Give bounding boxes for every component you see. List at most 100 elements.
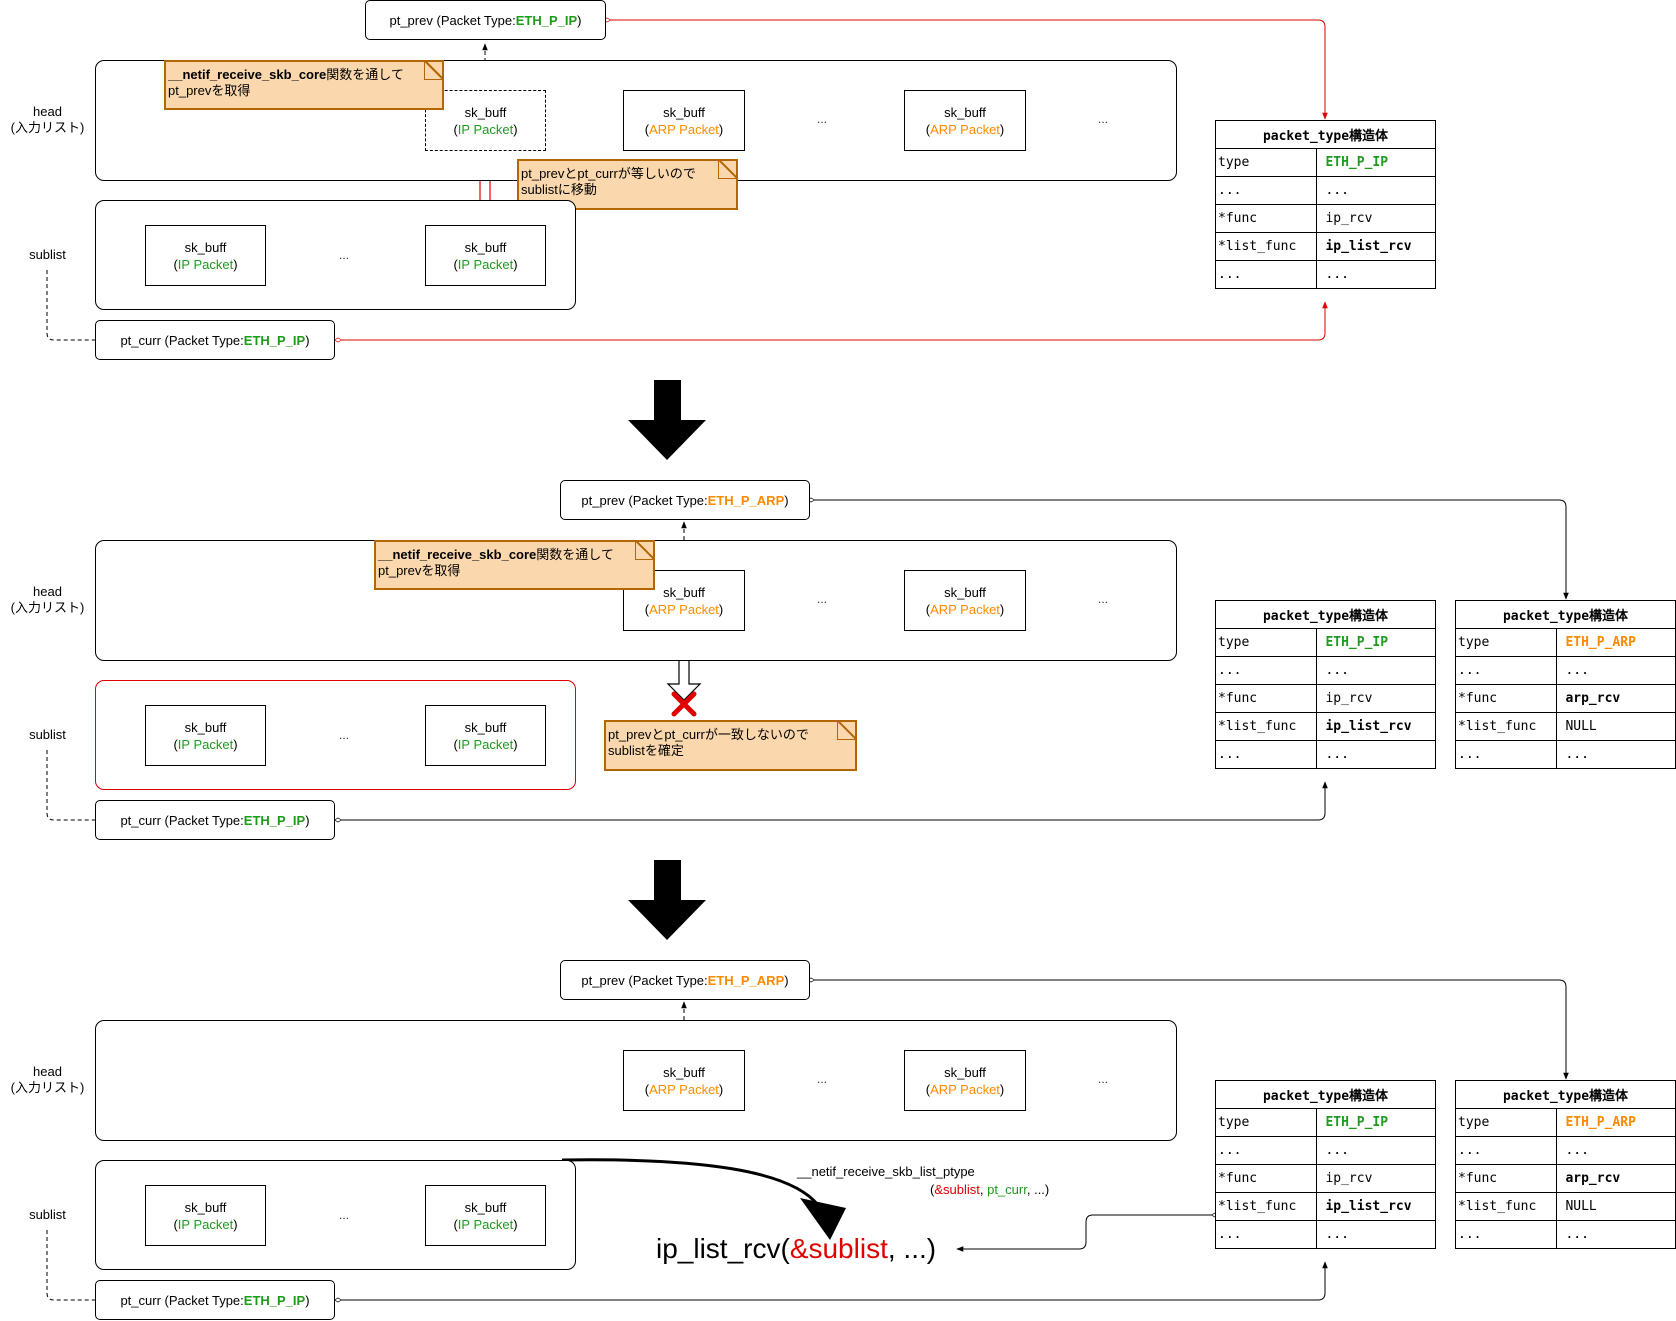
table-cell: type: [1454, 628, 1558, 657]
packet-type-prefix: (Packet Type:: [628, 492, 708, 508]
sk-buff-label: sk_buff: [184, 239, 227, 255]
pt-curr-label: pt_curr: [120, 812, 161, 828]
table-cell: ...: [1316, 740, 1436, 769]
table-cell: ...: [1214, 656, 1318, 685]
packet-type-prefix: (Packet Type:: [164, 812, 244, 828]
sk-buff-node-arp: sk_buff (ARP Packet): [904, 90, 1026, 151]
head-text: head: [33, 584, 62, 599]
table-cell: ...: [1556, 1136, 1676, 1165]
sk-buff-label: sk_buff: [184, 1199, 227, 1215]
note-get-pt-prev-2: __netif_receive_skb_core関数を通して pt_prevを取…: [374, 540, 655, 590]
note-text: pt_prevとpt_currが一致しないので: [608, 727, 809, 742]
ip-packet-label: IP Packet: [457, 121, 514, 137]
sk-buff-node-ip: sk_buff (IP Packet): [425, 705, 546, 766]
arp-packet-label: ARP Packet: [930, 121, 1000, 137]
table-title: packet_type構造体: [1215, 120, 1436, 149]
sk-buff-node-arp: sk_buff (ARP Packet): [623, 1050, 745, 1111]
table-cell: ip_rcv: [1316, 1164, 1436, 1193]
call-args-open: (: [930, 1182, 935, 1197]
pt-prev-type: ETH_P_ARP: [707, 492, 785, 508]
sk-buff-label: sk_buff: [663, 584, 705, 600]
note-fold-icon: [718, 159, 738, 179]
sk-buff-node-ip: sk_buff (IP Packet): [145, 1185, 266, 1246]
table-cell: NULL: [1556, 712, 1676, 741]
table-cell: ETH_P_IP: [1316, 628, 1436, 657]
table-title: packet_type構造体: [1455, 1080, 1676, 1109]
head-text: head: [33, 104, 62, 119]
sk-buff-node-ip: sk_buff (IP Packet): [425, 225, 546, 286]
call-arg-ptcurr: pt_curr: [987, 1182, 1027, 1197]
packet-type-prefix: (Packet Type:: [164, 332, 244, 348]
note-text: sublistに移動: [521, 182, 597, 197]
sk-buff-label: sk_buff: [663, 104, 705, 120]
sublist-label-3: sublist: [29, 1207, 66, 1222]
ellipsis: ...: [817, 592, 828, 606]
note-text: 関数を通して: [536, 547, 614, 562]
table-cell: ...: [1214, 176, 1318, 205]
table-cell: NULL: [1556, 1192, 1676, 1221]
ip-packet-label: IP Packet: [457, 736, 514, 752]
sk-buff-label: sk_buff: [944, 104, 986, 120]
reject-x-icon: [671, 691, 697, 717]
paren-close: ): [305, 332, 310, 348]
pt-curr-box-3: pt_curr (Packet Type: ETH_P_IP): [95, 1280, 335, 1320]
table-cell: *list_func: [1454, 712, 1558, 741]
pt-prev-box-3: pt_prev (Packet Type: ETH_P_ARP): [560, 960, 810, 1000]
call-arg-sublist: &sublist: [934, 1182, 980, 1197]
pt-curr-box-2: pt_curr (Packet Type: ETH_P_IP): [95, 800, 335, 840]
table-cell: *list_func: [1214, 1192, 1318, 1221]
table-cell: ETH_P_ARP: [1556, 1108, 1676, 1137]
pt-prev-box-2: pt_prev (Packet Type: ETH_P_ARP): [560, 480, 810, 520]
sk-buff-label: sk_buff: [464, 104, 507, 120]
table-cell: ...: [1316, 260, 1436, 289]
pt-prev-label: pt_prev: [581, 492, 625, 508]
pt-curr-box-1: pt_curr (Packet Type: ETH_P_IP): [95, 320, 335, 360]
table-cell: ...: [1316, 1136, 1436, 1165]
note-func-name: __netif_receive_skb_core: [378, 547, 537, 562]
table-cell: ...: [1556, 656, 1676, 685]
paren-close: ): [305, 812, 310, 828]
table-cell: *list_func: [1214, 232, 1318, 261]
table-cell: ...: [1316, 1220, 1436, 1249]
sk-buff-label: sk_buff: [184, 719, 227, 735]
note-get-pt-prev-1: __netif_receive_skb_core関数を通して pt_prevを取…: [164, 60, 444, 110]
sk-buff-label: sk_buff: [663, 1064, 705, 1080]
table-cell: ...: [1454, 1220, 1558, 1249]
ip-list-rcv-call: ip_list_rcv(&sublist, ...): [656, 1233, 936, 1265]
ellipsis: ...: [1098, 1072, 1109, 1086]
call-args-rest: , ...): [1026, 1182, 1050, 1197]
call-sep: ,: [979, 1182, 988, 1197]
pt-curr-type: ETH_P_IP: [243, 332, 306, 348]
table-cell: ETH_P_ARP: [1556, 628, 1676, 657]
sk-buff-node-ip-dashed: sk_buff (IP Packet): [425, 90, 546, 151]
packet-type-prefix: (Packet Type:: [628, 972, 708, 988]
sk-buff-label: sk_buff: [464, 1199, 507, 1215]
big-fn-rest: , ...): [887, 1233, 937, 1264]
table-cell: ...: [1316, 176, 1436, 205]
sk-buff-label: sk_buff: [944, 584, 986, 600]
table-cell: ...: [1214, 1220, 1318, 1249]
table-title: packet_type構造体: [1455, 600, 1676, 629]
table-cell: *func: [1454, 1164, 1558, 1193]
note-fold-icon: [424, 60, 444, 80]
head-subtext: (入力リスト): [10, 1080, 85, 1095]
table-cell: ETH_P_IP: [1316, 148, 1436, 177]
table-cell: arp_rcv: [1556, 684, 1676, 713]
ip-packet-label: IP Packet: [177, 736, 234, 752]
packet-type-prefix: (Packet Type:: [164, 1292, 244, 1308]
packet-type-prefix: (Packet Type:: [436, 12, 516, 28]
table-cell: type: [1454, 1108, 1558, 1137]
table-cell: ...: [1556, 740, 1676, 769]
table-cell: type: [1214, 148, 1318, 177]
sk-buff-node-arp: sk_buff (ARP Packet): [904, 1050, 1026, 1111]
note-text: pt_prevを取得: [168, 83, 251, 98]
head-label-1: head (入力リスト): [0, 104, 95, 136]
note-fold-icon: [837, 720, 857, 740]
ellipsis: ...: [339, 728, 350, 742]
ip-packet-label: IP Packet: [177, 1216, 234, 1232]
pt-prev-box-1: pt_prev (Packet Type: ETH_P_IP): [365, 0, 606, 40]
table-cell: ...: [1214, 740, 1318, 769]
table-cell: ...: [1214, 260, 1318, 289]
